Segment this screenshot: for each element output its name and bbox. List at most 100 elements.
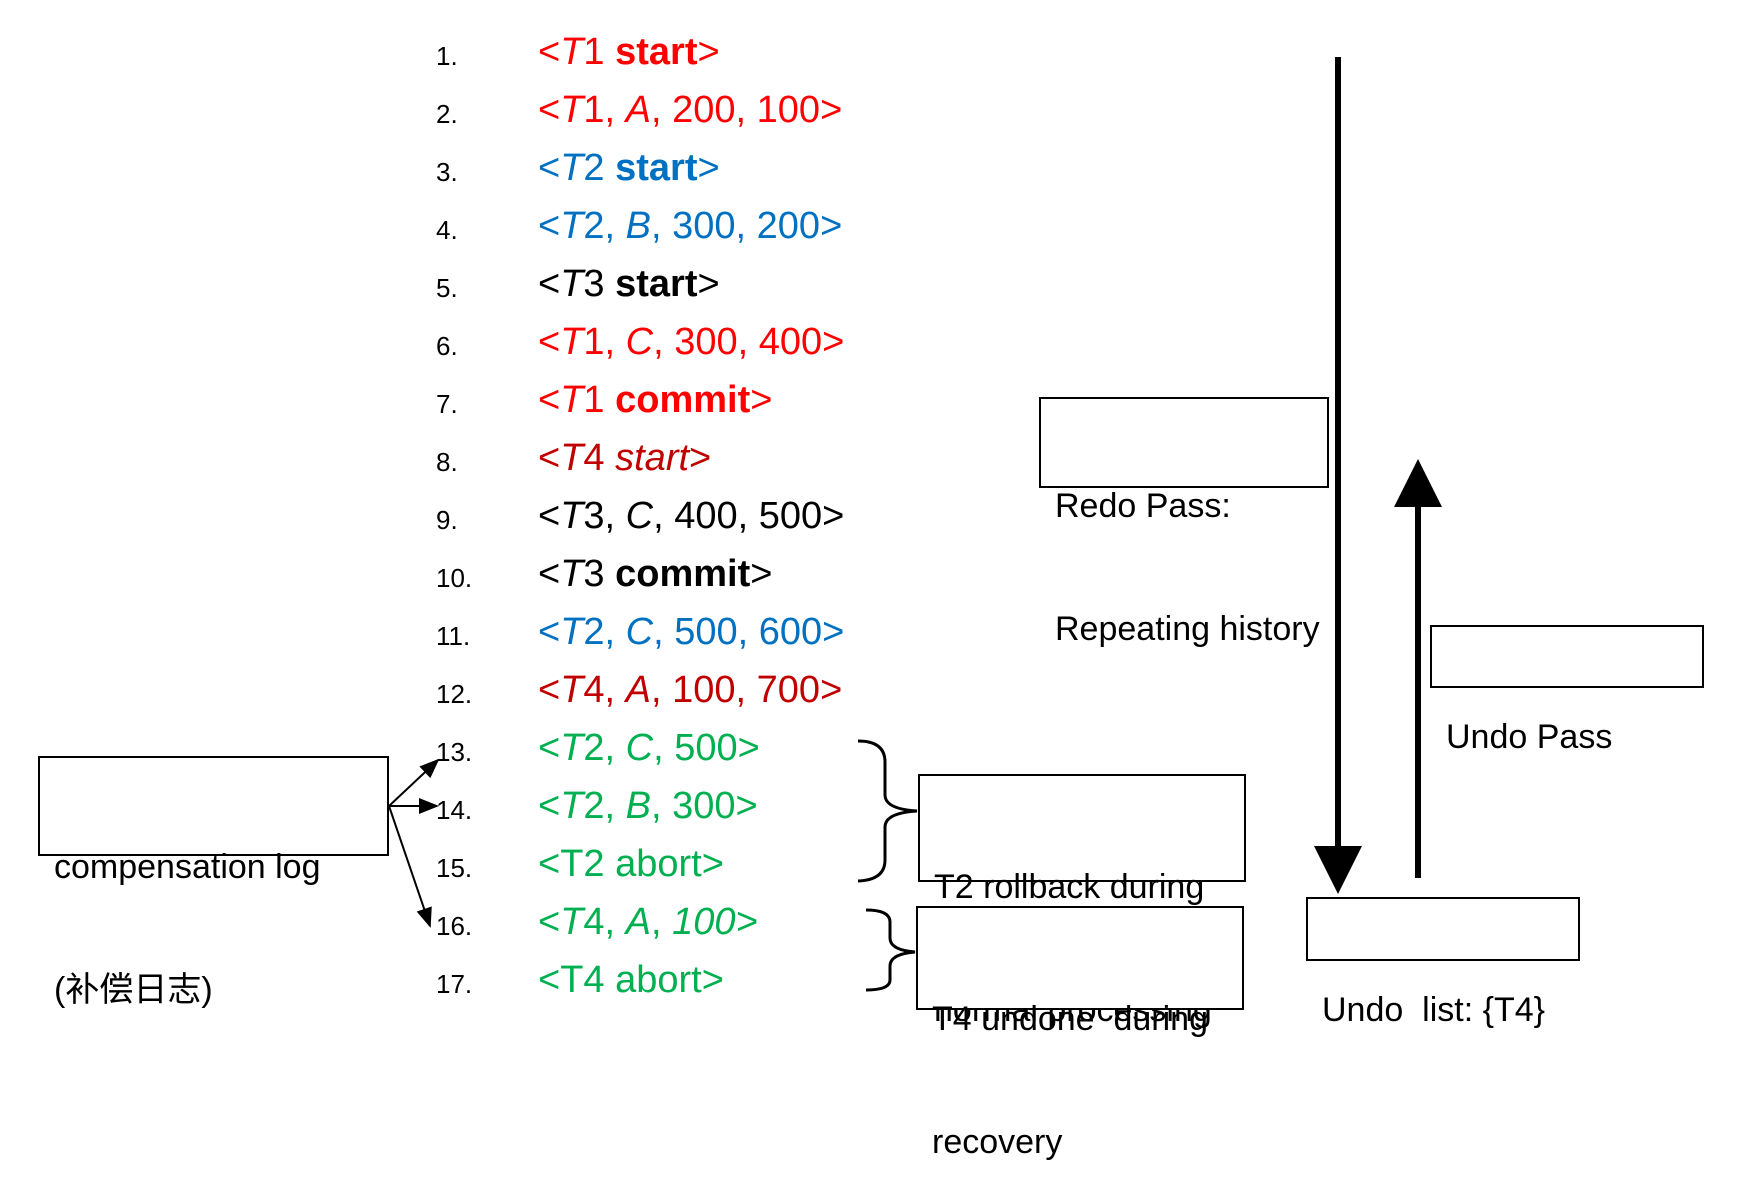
log-record-text: start xyxy=(615,437,690,479)
log-record-text: < xyxy=(538,379,561,421)
log-record-text: T xyxy=(560,611,584,653)
log-record-text: , 200, 100> xyxy=(651,89,843,131)
log-record-text: start xyxy=(615,147,698,189)
log-record-text: < xyxy=(538,669,561,711)
log-record-text: 2, xyxy=(583,785,626,827)
log-record-text: > xyxy=(689,437,712,479)
log-record-text: A xyxy=(625,901,652,943)
log-line-number: 3. xyxy=(436,157,458,187)
log-record-text: 4, xyxy=(583,901,626,943)
log-record-text: T xyxy=(560,379,584,421)
log-record-text: 2, xyxy=(583,205,626,247)
log-record-text: T xyxy=(560,89,584,131)
log-record-text: T xyxy=(560,437,584,479)
log-record-text: < xyxy=(538,31,561,73)
log-line-number: 16. xyxy=(436,911,473,941)
log-line-number: 7. xyxy=(436,389,458,419)
log-record-text: , 300, 200> xyxy=(651,205,843,247)
log-record-text: > xyxy=(697,263,720,305)
log-line-number: 2. xyxy=(436,99,458,129)
log-record-text: A xyxy=(625,89,652,131)
log-line-number: 13. xyxy=(436,737,473,767)
log-record-text: start xyxy=(615,263,698,305)
log-record: <T2, B, 300, 200> xyxy=(538,204,842,248)
log-record-text: < xyxy=(538,785,561,827)
log-record: <T4 start> xyxy=(538,436,711,480)
redo-pass-subtitle: Repeating history xyxy=(1055,610,1320,648)
undo-pass-box: Undo Pass xyxy=(1430,625,1704,756)
log-record-text: < xyxy=(538,495,561,537)
log-record: <T1 commit> xyxy=(538,378,772,422)
log-record: <T2 start> xyxy=(538,146,720,190)
log-record-text: B xyxy=(625,205,652,247)
log-record-text: > xyxy=(750,379,773,421)
log-record-text: 1, xyxy=(583,89,626,131)
log-record: <T1 start> xyxy=(538,30,720,74)
log-record-text: commit xyxy=(615,553,751,595)
log-record-text: 1 xyxy=(583,31,616,73)
log-record-text: < xyxy=(538,901,561,943)
log-record-text: < xyxy=(538,321,561,363)
log-record-text: > xyxy=(697,147,720,189)
log-record: <T4, A, 100, 700> xyxy=(538,668,842,712)
log-record-text: 100> xyxy=(672,901,758,943)
log-line-number: 4. xyxy=(436,215,458,245)
log-line-number: 5. xyxy=(436,273,458,303)
log-record-text: > xyxy=(750,553,773,595)
log-record-text: T xyxy=(560,147,584,189)
redo-pass-title: Redo Pass: xyxy=(1055,487,1231,525)
log-line-number: 6. xyxy=(436,331,458,361)
diagram-arrows xyxy=(388,57,1442,992)
compensation-log-title: compensation log xyxy=(54,848,321,886)
log-record-text: < xyxy=(538,89,561,131)
log-record-text: T xyxy=(560,785,584,827)
log-record-text: 3 xyxy=(583,553,616,595)
log-record-text: C xyxy=(625,321,654,363)
log-record-text: , 100, 700> xyxy=(651,669,843,711)
undo-pass-label: Undo Pass xyxy=(1446,718,1613,756)
log-record-text: < xyxy=(538,727,561,769)
log-record-text: <T4 abort> xyxy=(538,959,724,1001)
log-record: <T3 commit> xyxy=(538,552,772,596)
log-record-text: A xyxy=(625,669,652,711)
log-record: <T4, A, 100> xyxy=(538,900,758,944)
log-record-text: , 400, 500> xyxy=(653,495,845,537)
log-line-number: 1. xyxy=(436,41,458,71)
log-record-text: < xyxy=(538,263,561,305)
log-record-text: 4 xyxy=(583,437,616,479)
log-line-number: 8. xyxy=(436,447,458,477)
log-record-text: T xyxy=(560,669,584,711)
log-record-text: C xyxy=(625,727,654,769)
log-record-text: 1, xyxy=(583,321,626,363)
log-record: <T3, C, 400, 500> xyxy=(538,494,844,538)
redo-pass-box: Redo Pass: Repeating history xyxy=(1039,397,1329,648)
log-line-number: 12. xyxy=(436,679,473,709)
log-record-text: , xyxy=(651,901,673,943)
log-record-text: 4, xyxy=(583,669,626,711)
log-record-text: 3 xyxy=(583,263,616,305)
compensation-arrow-16 xyxy=(388,805,432,928)
log-record-text: commit xyxy=(615,379,751,421)
log-record: <T2, C, 500, 600> xyxy=(538,610,844,654)
log-record-text: < xyxy=(538,437,561,479)
log-record-text: 2 xyxy=(583,147,616,189)
log-record-text: , 500, 600> xyxy=(653,611,845,653)
log-record-text: C xyxy=(625,611,654,653)
log-record-text: T xyxy=(560,495,584,537)
log-record-text: 2, xyxy=(583,727,626,769)
log-record: <T3 start> xyxy=(538,262,720,306)
log-record-text: T xyxy=(560,31,584,73)
log-line-number: 10. xyxy=(436,563,473,593)
log-record: <T2, C, 500> xyxy=(538,726,760,770)
log-record-text: T xyxy=(560,901,584,943)
log-line-number: 11. xyxy=(436,621,471,651)
t2-rollback-line1: T2 rollback during xyxy=(934,868,1205,906)
log-record: <T2, B, 300> xyxy=(538,784,758,828)
log-record-text: < xyxy=(538,205,561,247)
log-record-text: , 300, 400> xyxy=(653,321,845,363)
log-record-text: T xyxy=(560,205,584,247)
log-record: <T1, A, 200, 100> xyxy=(538,88,842,132)
log-record-text: C xyxy=(625,495,654,537)
log-record-text: B xyxy=(625,785,652,827)
log-record-text: T xyxy=(560,727,584,769)
